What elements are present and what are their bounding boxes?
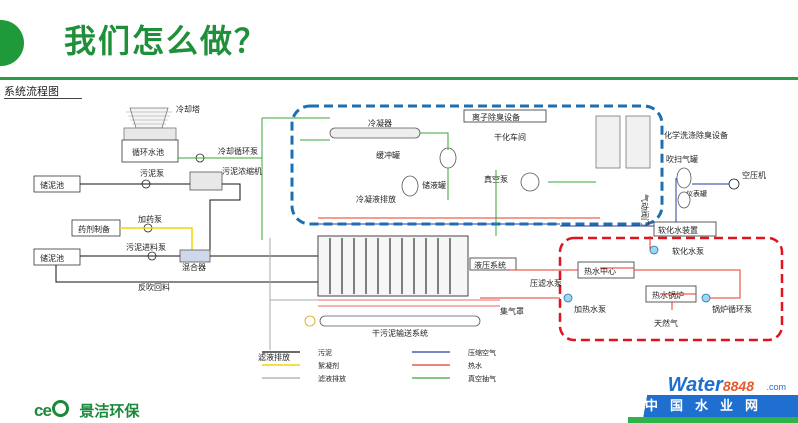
label-circ-pool: 循环水池 [132,147,164,157]
label-conveyor: 干污泥输送系统 [372,328,428,338]
filter-press [317,217,600,307]
diagram-subtitle: 系统流程图 [4,85,59,98]
label-instrument-tank: 仪表罐 [686,189,707,198]
label-air-compressor: 空压机 [742,170,766,180]
legend-label-filtrate: 滤液排放 [318,374,346,383]
label-boiler-pump: 锅炉循环泵 [712,304,752,314]
thickener-icon [189,171,223,191]
watermark-brand: Water8848 [667,374,754,396]
company-logo: ce 景洁环保 [34,400,139,421]
legend-label-compressed-air: 压缩空气 [468,348,496,357]
boiler-pump-icon [701,293,711,303]
label-hot-boiler: 热水锅炉 [652,290,684,300]
hot-water-system-highlight [558,236,784,342]
label-ion-deodor: 离子除臭设备 [472,112,520,122]
label-backblow: 反吹回料 [138,282,170,292]
scrubber-tower-1 [595,115,621,169]
vacuum-pump-icon [520,172,540,192]
conveyor-motor-icon [304,315,316,327]
conveyor-icon [319,315,481,327]
buffer-tank-icon [439,147,457,169]
label-liquid-tank: 储液罐 [422,180,446,190]
legend-label-flocculant: 絮凝剂 [318,361,339,370]
soft-pump-icon [649,245,659,255]
label-condensate-drain: 冷凝液排放 [356,194,396,204]
liquid-tank-icon [401,175,419,197]
blow-tank-icon [676,167,692,189]
watermark-domain: .com [766,382,786,392]
label-blow-tank: 吹扫气罐 [666,154,698,164]
label-cool-circ-pump: 冷却循环泵 [218,146,258,156]
label-pneumatic-valve: 气动阀门 [640,194,650,226]
label-chem-wash: 化学洗涤除臭设备 [664,130,728,140]
label-cooling-tower: 冷却塔 [176,104,200,114]
subtitle-underline [4,98,82,99]
header-divider [0,77,798,80]
heat-pump-icon [563,293,573,303]
air-compressor-icon [728,178,740,190]
label-filter-pump: 压滤水泵 [530,278,562,288]
label-dry-workshop: 干化车间 [494,132,526,142]
watermark-stripe [628,417,798,423]
label-natural-gas: 天然气 [654,318,678,328]
circ-pool-box [121,139,179,163]
legend-label-hot-water: 热水 [468,361,482,370]
cooling-tower [123,107,177,143]
label-chem-prep: 药剂制备 [78,224,110,234]
label-soft-pump: 软化水泵 [672,246,704,256]
vacuum-system-highlight [290,104,664,226]
legend-label-vacuum: 真空抽气 [468,374,496,383]
label-hydraulic: 液压系统 [474,260,506,270]
label-buffer-tank: 缓冲罐 [376,150,400,160]
label-hot-center: 热水中心 [584,266,616,276]
label-sludge-tank-2: 储泥池 [40,253,64,263]
label-sludge-pump: 污泥泵 [140,168,164,178]
legend: 污泥 絮凝剂 滤液排放 压缩空气 热水 真空抽气 [262,348,496,383]
softener-box [653,221,717,237]
instrument-tank-icon [677,191,691,209]
condenser-icon [329,127,421,139]
scrubber-tower-2 [625,115,651,169]
mixer-icon [179,249,211,263]
logo-mark: ce [34,400,69,420]
sludge-tank-2-box [33,248,81,266]
label-gas-collect: 集气罩 [500,306,524,316]
label-filtrate-drain: 滤液排放 [258,352,290,362]
label-mixer: 混合器 [182,262,206,272]
logo-company-name: 景洁环保 [79,403,140,420]
legend-label-sludge: 污泥 [318,349,332,357]
label-condenser: 冷凝器 [368,118,392,128]
logo-circle-icon [51,400,69,417]
hydraulic-box [469,257,517,271]
watermark-cn-name: 中国水业网 [644,399,770,414]
label-heat-pump: 加热水泵 [574,304,606,314]
ion-deodor-box [463,109,547,123]
watermark: Water8848 .com 中国水业网 [558,370,798,423]
label-thickener: 污泥浓缩机 [222,166,262,176]
label-dosing-pump: 加药泵 [138,214,162,224]
label-sludge-tank-1: 储泥池 [40,180,64,190]
label-softener: 软化水装置 [658,225,698,235]
label-sludge-feed-pump: 污泥进料泵 [126,242,166,252]
page-title: 我们怎么做？ [64,22,269,60]
